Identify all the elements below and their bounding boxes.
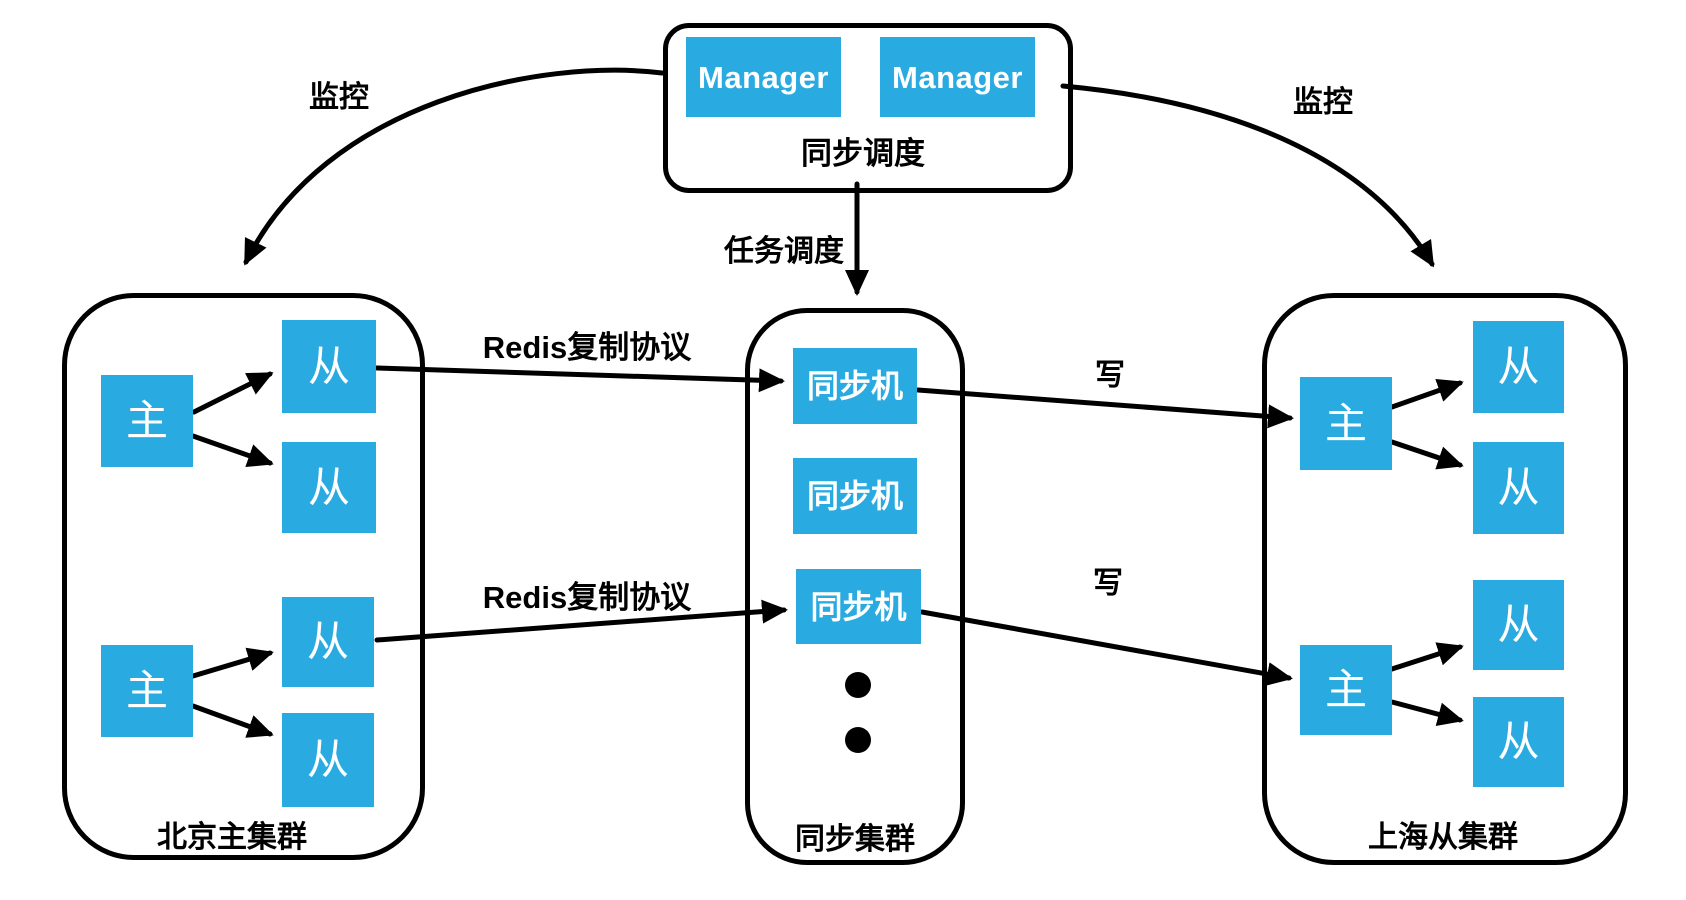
- shanghai-cluster-label: 上海从集群: [1368, 821, 1518, 854]
- shanghai-slave-node-1a: 从: [1473, 321, 1564, 413]
- manager-node-1: Manager: [686, 37, 841, 117]
- redis-replication-top-label: Redis复制协议: [482, 330, 692, 365]
- shanghai-slave-node-2a: 从: [1473, 580, 1564, 670]
- shanghai-slave-node-2b: 从: [1473, 697, 1564, 787]
- monitor-left-label: 监控: [309, 81, 369, 114]
- sync-machine-node-1: 同步机: [793, 348, 917, 424]
- edge-write-top: [915, 387, 1294, 429]
- task-dispatch-label: 任务调度: [724, 235, 844, 268]
- sync-cluster-label: 同步集群: [795, 823, 915, 856]
- edge-write-bottom: [919, 609, 1293, 686]
- beijing-slave-node-1b: 从: [282, 442, 376, 533]
- sync-cluster-container: [745, 308, 965, 865]
- redis-replication-bottom-label: Redis复制协议: [482, 580, 692, 615]
- shanghai-slave-cluster-container: [1262, 293, 1628, 865]
- ellipsis-dot-1: [845, 672, 871, 698]
- sync-machine-node-2: 同步机: [793, 458, 917, 534]
- shanghai-master-node-2: 主: [1300, 645, 1392, 735]
- edge-monitor-right: [1060, 83, 1435, 268]
- write-bottom-label: 写: [1093, 567, 1123, 600]
- shanghai-master-node-1: 主: [1300, 377, 1392, 470]
- beijing-master-cluster-container: [62, 293, 425, 860]
- beijing-slave-node-2a: 从: [282, 597, 374, 687]
- sync-machine-node-3: 同步机: [796, 569, 921, 644]
- scheduler-label: 同步调度: [801, 136, 925, 171]
- beijing-slave-node-1a: 从: [282, 320, 376, 413]
- beijing-slave-node-2b: 从: [282, 713, 374, 807]
- manager-node-2: Manager: [880, 37, 1035, 117]
- beijing-master-node-1: 主: [101, 375, 193, 467]
- edge-redis-replication-top: [374, 365, 785, 393]
- monitor-right-label: 监控: [1293, 86, 1353, 119]
- beijing-cluster-label: 北京主集群: [157, 821, 307, 854]
- shanghai-slave-node-1b: 从: [1473, 442, 1564, 534]
- ellipsis-dot-2: [845, 727, 871, 753]
- beijing-master-node-2: 主: [101, 645, 193, 737]
- write-top-label: 写: [1095, 359, 1125, 392]
